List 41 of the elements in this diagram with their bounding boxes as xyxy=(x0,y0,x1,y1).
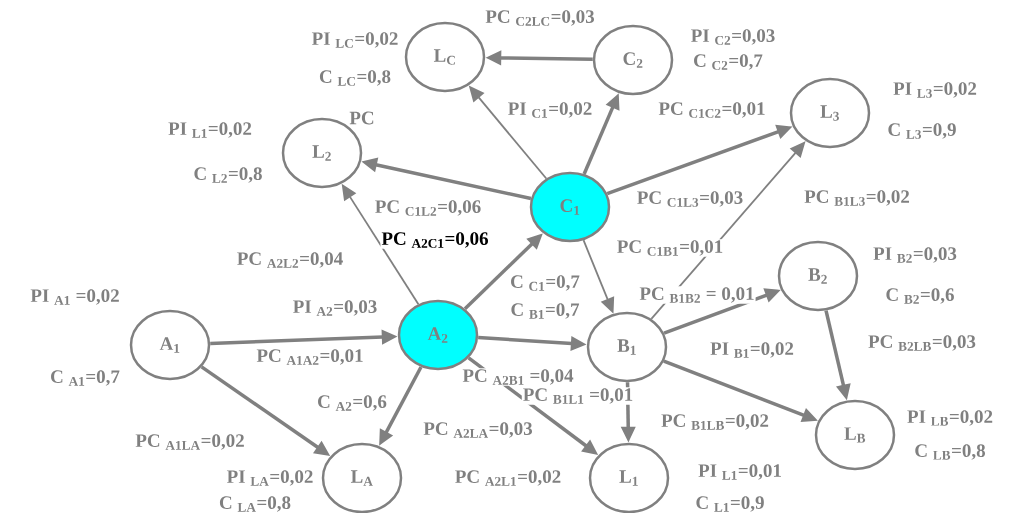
edge-label: PC $_{A2L2}$=0,04 xyxy=(235,251,345,269)
node-annotation: PI $_{C2}$=0,03 xyxy=(689,28,777,46)
node-annotation: PI $_{A2}$=0,03 xyxy=(291,299,379,317)
edge-label: PC $_{B1L1}$ =0,01 xyxy=(521,387,635,405)
node-annotation: C $_{L2}$=0,8 xyxy=(192,166,264,184)
edge-label: PC $_{C1L2}$=0,06 xyxy=(373,199,483,217)
edge-label: PC $_{B1B2}$ = 0,01 xyxy=(638,286,756,304)
node-annotation: C $_{C2}$=0,7 xyxy=(692,53,764,71)
edge-label: PC $_{A2C1}$=0,06 xyxy=(380,231,490,249)
edge-label: PC $_{B2LB}$=0,03 xyxy=(867,334,977,352)
edge-label: PC $_{B1LB}$=0,02 xyxy=(660,413,770,431)
edge-label: PC $_{B1L3}$=0,02 xyxy=(803,189,911,207)
node-annotation: PI $_{L3}$=0,02 xyxy=(892,81,978,99)
node-annotation: C $_{L1}$=0,9 xyxy=(694,495,766,513)
edge-label: PC $_{A2B1}$ =0,04 xyxy=(461,368,575,386)
node-annotation: PI $_{LB}$=0,02 xyxy=(905,409,995,427)
annotation-text: PI $_{C1}$=0,02 xyxy=(506,101,594,119)
edge-label: PC $_{C1L3}$=0,03 xyxy=(635,190,745,208)
node-annotation: C $_{L3}$=0,9 xyxy=(886,122,958,140)
edge-label: PC $_{C1B1}$=0,01 xyxy=(615,239,725,257)
edge-label: PC $_{A2LA}$=0,03 xyxy=(422,421,534,439)
node-annotation: C $_{C1}$=0,7 xyxy=(509,274,581,292)
node-annotation: PI $_{A1}$ =0,02 xyxy=(29,288,121,306)
node-annotation: C $_{LA}$=0,8 xyxy=(218,495,292,513)
node-annotation: C $_{A1}$=0,7 xyxy=(49,369,121,387)
node-annotation: C $_{A2}$=0,6 xyxy=(316,394,388,412)
node-annotation: PI $_{LC}$=0,02 xyxy=(310,31,400,49)
node-annotation: C $_{LB}$=0,8 xyxy=(913,443,987,461)
edge-label: PC $_{C1C2}$=0,01 xyxy=(657,101,767,119)
node-annotation: PI $_{B2}$=0,03 xyxy=(872,246,958,264)
node-annotation: C $_{LC}$=0,8 xyxy=(318,69,392,87)
edge-label: PC $_{C2LC}$=0,03 xyxy=(484,9,596,27)
node-annotation: PI $_{L1}$=0,01 xyxy=(697,463,783,481)
node-annotation: PI $_{B1}$=0,02 xyxy=(709,341,795,359)
node-annotation: PI $_{L1}$=0,02 xyxy=(167,121,253,139)
node-annotation: PI $_{LA}$=0,02 xyxy=(225,469,315,487)
node-annotation: C $_{B1}$=0,7 xyxy=(509,302,581,320)
node-annotation: C $_{B2}$=0,6 xyxy=(884,287,956,305)
edge-label: PC $_{A1A2}$=0,01 xyxy=(255,348,365,366)
edge-label: PC $_{A2L1}$=0,02 xyxy=(453,469,563,487)
edge-label: PC $_{A1LA}$=0,02 xyxy=(134,433,246,451)
